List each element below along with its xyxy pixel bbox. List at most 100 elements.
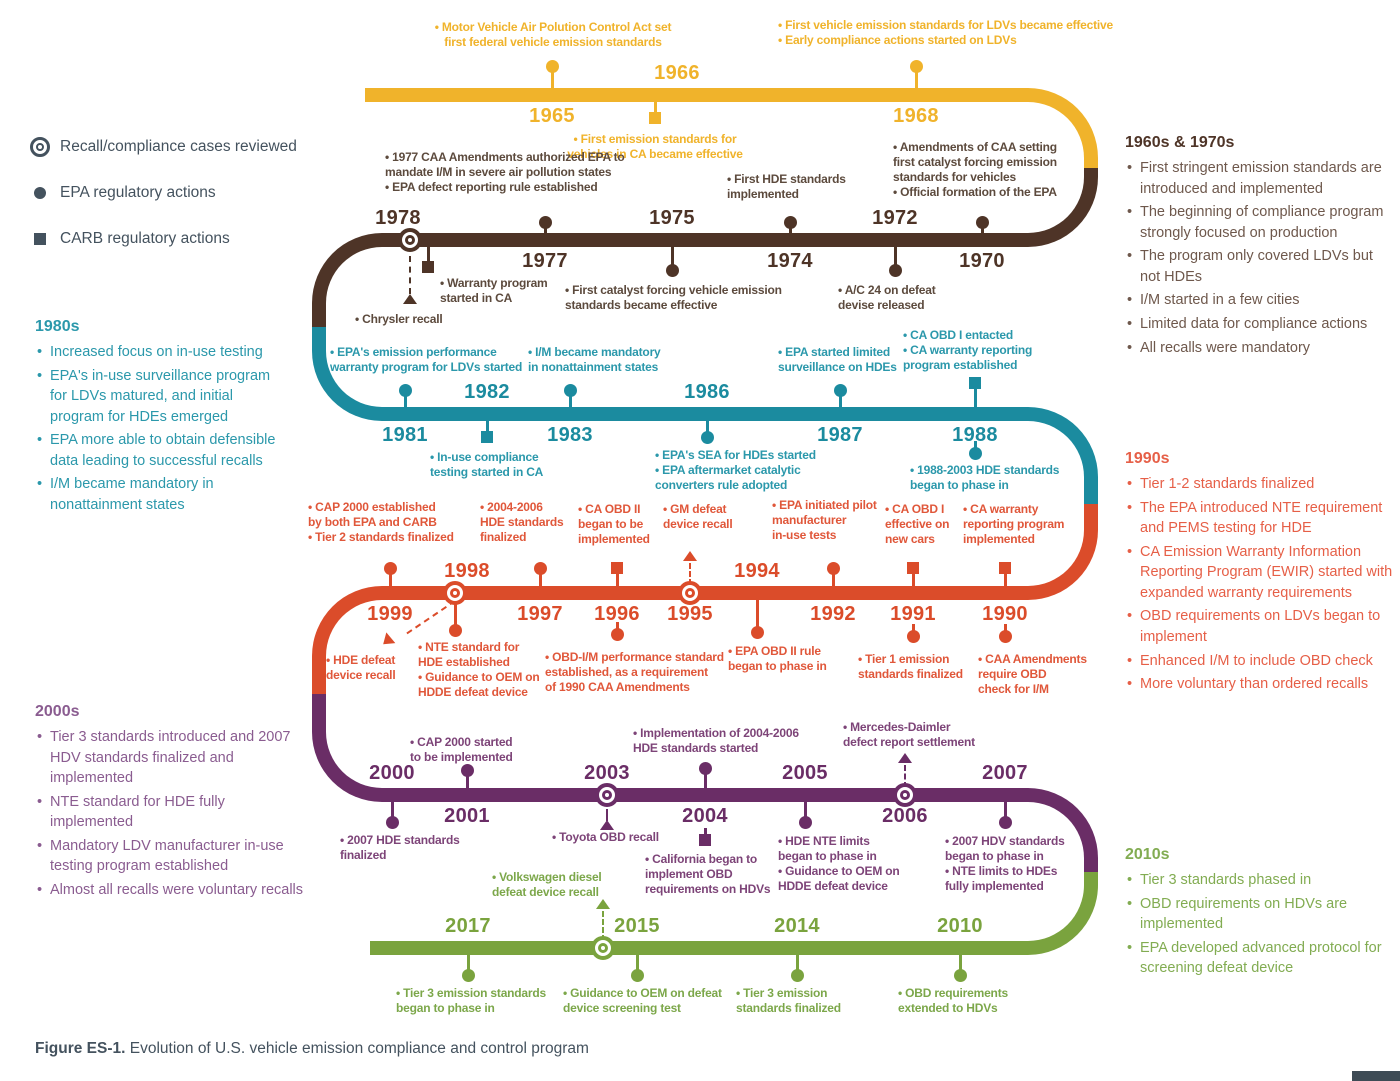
carb-square-marker [969,377,981,389]
year-label-1997: 1997 [517,603,563,625]
year-label-1998: 1998 [444,560,490,582]
recall-arrow-line [602,911,604,941]
timeline-bar-1970s [396,233,1008,247]
decade-note-bullet: The EPA introduced NTE requirement and P… [1125,498,1393,539]
event-note-1995: • GM defeat device recall [663,502,733,531]
year-label-1972: 1972 [872,207,918,229]
event-note-2010: • OBD requirements extended to HDVs [898,986,1008,1015]
recall-ring-marker-inner [685,588,695,598]
event-note-1972: • A/C 24 on defeat devise released [838,283,936,312]
year-label-2007: 2007 [982,762,1028,784]
decade-note-bullet: Tier 1-2 standards finalized [1125,474,1393,495]
legend-label: EPA regulatory actions [60,184,216,201]
event-note-1998: • NTE standard for HDE established • Gui… [418,640,540,699]
year-label-2017: 2017 [445,915,491,937]
decade-note-2010s: 2010sTier 3 standards phased inOBD requi… [1125,846,1393,982]
figure-caption-text: Evolution of U.S. vehicle emission compl… [125,1040,589,1057]
marker-stem [466,770,469,788]
timeline-bar-2000s [396,788,1008,802]
carb-square-marker [649,112,661,124]
recall-ring-marker-inner [602,790,612,800]
epa-dot-marker [546,60,559,73]
decade-note-bullet: First stringent emission standards are i… [1125,158,1393,199]
event-note-2015: • Volkswagen diesel defeat device recall [492,870,602,899]
carb-square-marker [481,431,493,443]
carb-square-marker [611,562,623,574]
marker-stem [756,600,759,632]
marker-stem [1004,568,1007,586]
decade-note-bullet: The program only covered LDVs but not HD… [1125,246,1393,287]
year-label-2006: 2006 [882,805,928,827]
year-label-1981: 1981 [382,424,428,446]
marker-stem [704,768,707,788]
year-label-1965: 1965 [529,105,575,127]
year-label-1982: 1982 [464,381,510,403]
epa-dot-marker [631,969,644,982]
year-label-1988: 1988 [952,424,998,446]
decade-note-bullet: I/M started in a few cities [1125,290,1393,311]
event-note-1968: • First vehicle emission standards for L… [778,18,1113,47]
decade-note-bullet: All recalls were mandatory [1125,338,1393,359]
event-note-2005: • HDE NTE limits began to phase in • Gui… [778,834,900,893]
event-note-1978: • Chrysler recall [355,312,443,326]
year-label-2001: 2001 [444,805,490,827]
decade-note-1960s-1970s: 1960s & 1970sFirst stringent emission st… [1125,134,1393,361]
decade-note-bullet: OBD requirements on HDVs are implemented [1125,894,1393,935]
recall-arrowhead [596,899,610,909]
event-note-1990: • CAA Amendments require OBD check for I… [978,652,1087,696]
epa-dot-marker [399,384,412,397]
marker-stem [404,390,407,407]
timeline-bar-2010s [370,941,1008,955]
recall-arrowhead [683,551,697,561]
marker-stem [467,955,470,975]
year-label-1987: 1987 [817,424,863,446]
timeline-bar-1980s [396,407,1008,421]
legend-item: EPA regulatory actions [30,182,360,206]
event-note-2000: • 2007 HDE standards finalized [340,833,460,862]
square-icon [34,233,46,245]
recall-arrowhead [600,820,614,830]
marker-stem [389,568,392,586]
year-label-1996: 1996 [594,603,640,625]
event-note-1981: • EPA's emission performance warranty pr… [330,345,523,374]
year-label-2005: 2005 [782,762,828,784]
decade-note-bullet: Mandatory LDV manufacturer in-use testin… [35,836,307,877]
epa-dot-marker [699,762,712,775]
epa-dot-marker [701,431,714,444]
recall-ring-marker-inner [405,235,415,245]
ring-icon-inner [36,143,44,151]
event-note-1987: • EPA started limited surveillance on HD… [778,345,897,374]
legend-item: Recall/compliance cases reviewed [30,136,360,160]
marker-stem [551,66,554,88]
year-label-1990: 1990 [982,603,1028,625]
event-note-1996: • OBD-I/M performance standard establish… [545,650,724,694]
epa-dot-marker [539,216,552,229]
year-label-1986: 1986 [684,381,730,403]
event-note-1974: • First HDE standards implemented [727,172,846,201]
recall-ring-marker-inner [598,943,608,953]
epa-dot-marker [889,264,902,277]
legend-label: CARB regulatory actions [60,230,230,247]
marker-stem [959,955,962,975]
year-label-2000: 2000 [369,762,415,784]
event-note-1970: • Amendments of CAA setting first cataly… [893,140,1057,199]
epa-dot-marker [461,764,474,777]
marker-stem [974,383,977,407]
decade-note-bullet: CA Emission Warranty Information Reporti… [1125,542,1393,604]
epa-dot-marker [534,562,547,575]
legend-item: CARB regulatory actions [30,228,360,252]
epa-dot-marker [799,816,812,829]
decade-note-title: 1960s & 1970s [1125,134,1235,151]
event-note-1965: • Motor Vehicle Air Polution Control Act… [434,20,672,49]
marker-stem [654,102,657,118]
decade-note-title: 1990s [1125,450,1170,467]
page-corner-tab [1352,1071,1400,1081]
epa-dot-marker [827,562,840,575]
year-label-1995: 1995 [667,603,713,625]
event-note-2004: • Implementation of 2004-2006 HDE standa… [633,726,799,755]
figure-caption: Figure ES-1. Evolution of U.S. vehicle e… [35,1040,589,1058]
recall-ring-marker-inner [450,588,460,598]
decade-note-bullet: Tier 3 standards phased in [1125,870,1393,891]
recall-arrow-line [904,765,906,788]
